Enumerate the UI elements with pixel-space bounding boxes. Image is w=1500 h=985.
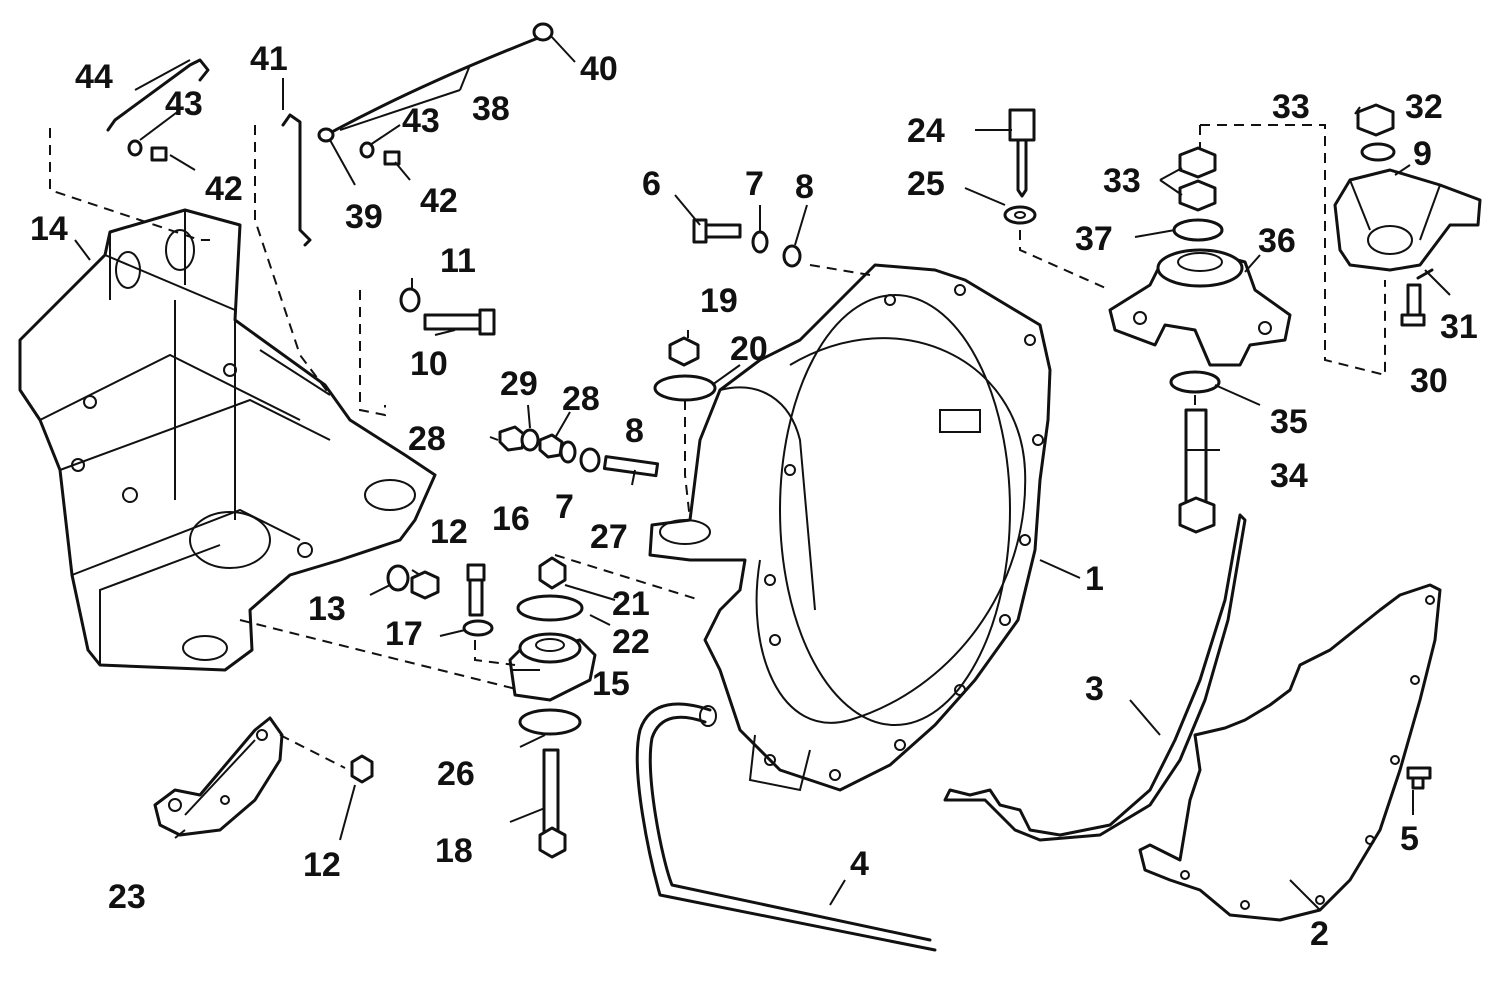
callout-10: 10 — [410, 345, 448, 383]
part-36-engine-mount — [1108, 248, 1292, 367]
callout-27: 27 — [590, 518, 628, 556]
callout-40: 40 — [580, 50, 618, 88]
callout-44: 44 — [75, 58, 113, 96]
part-4-hose — [635, 702, 937, 952]
callout-19: 19 — [700, 282, 738, 320]
callout-23: 23 — [108, 878, 146, 916]
callout-37: 37 — [1075, 220, 1113, 258]
callout-labels: 1 2 3 4 5 6 7 7 8 8 9 10 11 12 12 13 14 … — [30, 40, 1478, 953]
callout-8b: 8 — [625, 412, 644, 450]
callout-12a: 12 — [430, 513, 468, 551]
callout-24: 24 — [907, 112, 945, 150]
leader-lines — [74, 34, 1451, 911]
part-1-flywheel-housing — [648, 263, 1052, 792]
callout-17: 17 — [385, 615, 423, 653]
part-23-plate — [153, 716, 284, 837]
callout-43a: 43 — [165, 85, 203, 123]
callout-21: 21 — [612, 585, 650, 623]
part-3-gasket — [943, 513, 1247, 842]
callout-43b: 43 — [402, 102, 440, 140]
callout-33a: 33 — [1272, 88, 1310, 126]
callout-16: 16 — [492, 500, 530, 538]
callout-15: 15 — [592, 665, 630, 703]
callout-9: 9 — [1413, 135, 1432, 173]
callout-34: 34 — [1270, 457, 1308, 495]
callout-18: 18 — [435, 832, 473, 870]
small-hardware — [106, 22, 1434, 859]
callout-14: 14 — [30, 210, 68, 248]
callout-5: 5 — [1400, 820, 1419, 858]
callout-36: 36 — [1258, 222, 1296, 260]
callout-11: 11 — [440, 242, 476, 280]
callout-39: 39 — [345, 198, 383, 236]
callout-25: 25 — [907, 165, 945, 203]
callout-42b: 42 — [420, 182, 458, 220]
callout-28a: 28 — [408, 420, 446, 458]
part-15-rubber-mount — [508, 632, 597, 702]
callout-20: 20 — [730, 330, 768, 368]
callout-32: 32 — [1405, 88, 1443, 126]
callout-6: 6 — [642, 165, 661, 203]
callout-31: 31 — [1440, 308, 1478, 346]
callout-8a: 8 — [795, 168, 814, 206]
callout-41: 41 — [250, 40, 288, 78]
callout-42a: 42 — [205, 170, 243, 208]
callout-38: 38 — [472, 90, 510, 128]
part-9-bracket — [1333, 168, 1482, 272]
callout-3: 3 — [1085, 670, 1104, 708]
callout-33b: 33 — [1103, 162, 1141, 200]
callout-4: 4 — [850, 845, 869, 883]
callout-12b: 12 — [303, 846, 341, 884]
callout-35: 35 — [1270, 403, 1308, 441]
callout-26: 26 — [437, 755, 475, 793]
part-2-cover-plate — [1138, 583, 1442, 922]
callout-7a: 7 — [745, 165, 764, 203]
callout-22: 22 — [612, 623, 650, 661]
callout-1: 1 — [1085, 560, 1104, 598]
callout-29: 29 — [500, 365, 538, 403]
callout-13: 13 — [308, 590, 346, 628]
dashed-assembly-lines — [49, 124, 1386, 769]
callout-28b: 28 — [562, 380, 600, 418]
callout-30: 30 — [1410, 362, 1448, 400]
callout-2: 2 — [1310, 915, 1329, 953]
callout-7b: 7 — [555, 488, 574, 526]
part-14-mounting-bracket — [18, 208, 437, 672]
